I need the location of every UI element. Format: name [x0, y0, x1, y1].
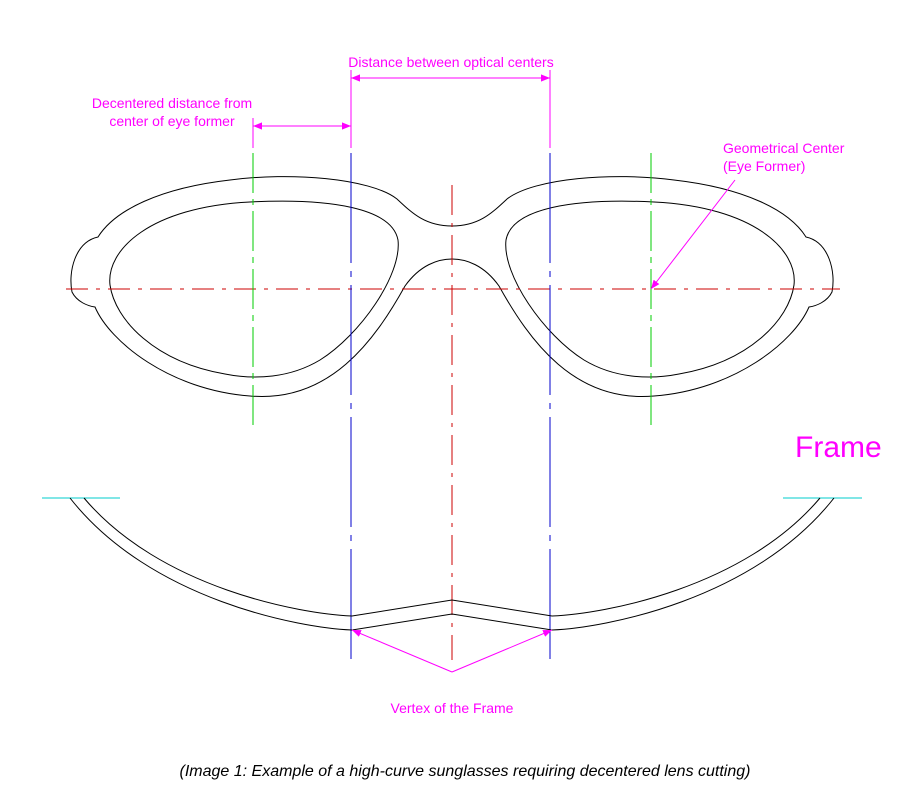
frame-front-view	[66, 153, 840, 660]
right-lens-opening	[505, 200, 795, 378]
optical-centers-label: Distance between optical centers	[348, 54, 553, 70]
annotations: Distance between optical centers Decente…	[92, 54, 882, 716]
decentered-label-line1: Decentered distance from	[92, 95, 252, 111]
vertex-label: Vertex of the Frame	[391, 700, 514, 716]
vertex-arrow-right	[451, 629, 553, 673]
geo-center-label-line1: Geometrical Center	[723, 140, 845, 156]
frame-curve-outer	[69, 497, 835, 631]
figure-caption: (Image 1: Example of a high-curve sungla…	[180, 763, 751, 780]
frame-top-view	[42, 497, 862, 631]
frame-label: Frame	[795, 431, 882, 464]
geo-center-label-line2: (Eye Former)	[723, 158, 805, 174]
frame-curve-inner	[83, 497, 821, 617]
geo-center-arrow	[650, 179, 736, 290]
left-lens-opening	[109, 200, 399, 378]
vertex-arrow-left	[351, 629, 453, 673]
decentered-label-line2: center of eye former	[109, 113, 235, 129]
